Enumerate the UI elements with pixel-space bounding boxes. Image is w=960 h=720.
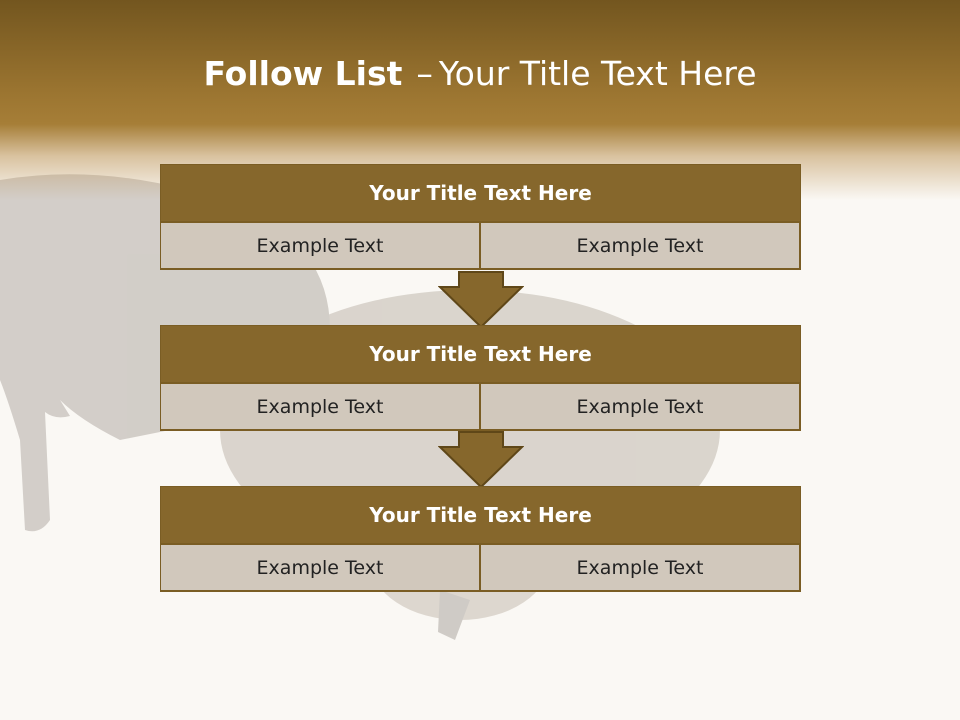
block-title: Your Title Text Here xyxy=(161,487,800,543)
slide-title-strong: Follow List xyxy=(203,54,403,93)
block-title: Your Title Text Here xyxy=(161,326,800,382)
slide-title-rest: Your Title Text Here xyxy=(438,54,757,93)
slide-title-separator: – xyxy=(416,54,433,93)
block-cell-left: Example Text xyxy=(161,545,479,590)
block-cell-left: Example Text xyxy=(161,223,479,268)
slide-title: Follow List–Your Title Text Here xyxy=(0,54,960,93)
block-title: Your Title Text Here xyxy=(161,165,800,221)
block-cell-left: Example Text xyxy=(161,384,479,429)
down-arrow-icon xyxy=(438,431,524,489)
block-cell-right: Example Text xyxy=(481,545,799,590)
list-block-2: Your Title Text Here Example Text Exampl… xyxy=(160,325,801,431)
list-block-3: Your Title Text Here Example Text Exampl… xyxy=(160,486,801,592)
block-cell-right: Example Text xyxy=(481,384,799,429)
list-block-1: Your Title Text Here Example Text Exampl… xyxy=(160,164,801,270)
down-arrow-icon xyxy=(438,271,524,329)
block-cell-right: Example Text xyxy=(481,223,799,268)
